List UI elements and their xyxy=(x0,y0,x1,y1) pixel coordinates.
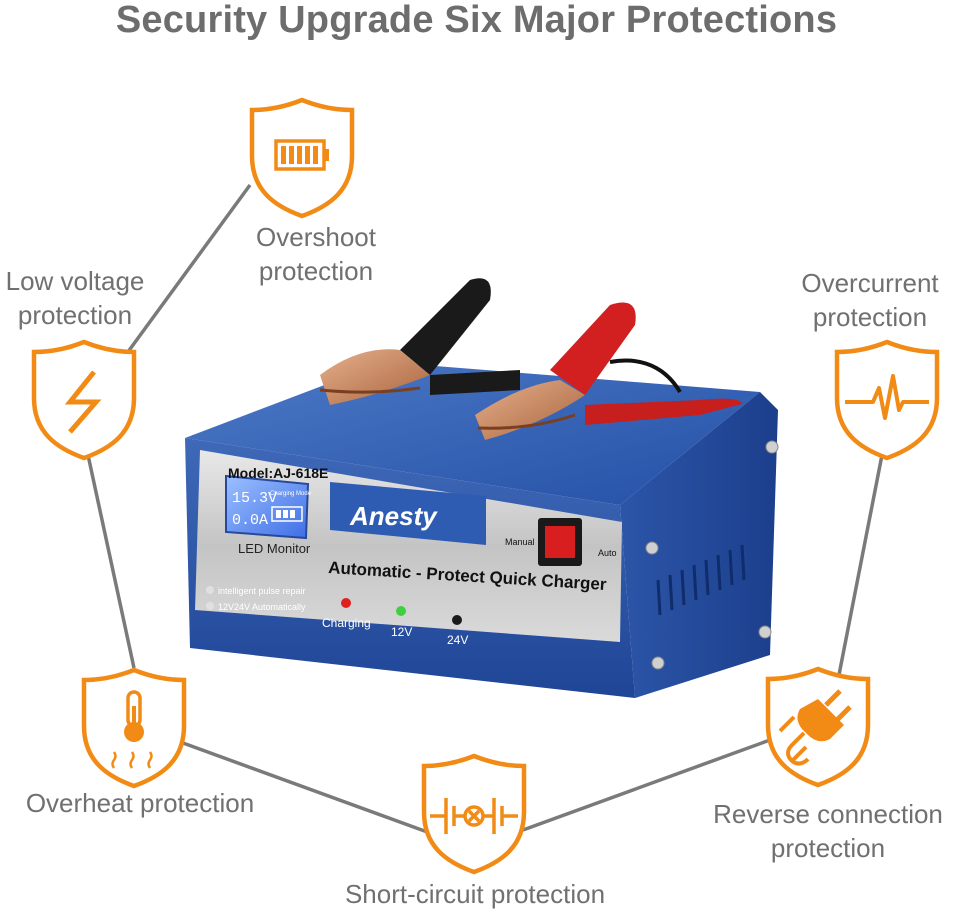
red-clamp xyxy=(475,302,742,440)
feature-pulse-repair: intelligent pulse repair xyxy=(218,586,306,596)
model-label: Model:AJ-618E xyxy=(228,465,328,481)
screw xyxy=(651,656,665,670)
shield-overheat xyxy=(81,667,187,789)
brand-logo: Anesty xyxy=(349,501,438,531)
24v-led xyxy=(452,615,462,625)
caption-reverse-connection: Reverse connection protection xyxy=(713,799,943,863)
thermometer-icon xyxy=(111,690,153,769)
shield-short-circuit xyxy=(421,753,527,875)
screw xyxy=(758,625,772,639)
caption-overcurrent: Overcurrent protection xyxy=(801,268,939,332)
charger-illustration: Model:AJ-618E 15.3V 0.0A Charging Mode L… xyxy=(185,278,779,698)
shield-overcurrent xyxy=(834,339,940,461)
lcd-mode: Charging Mode xyxy=(270,491,312,497)
switch-manual-label: Manual xyxy=(505,537,535,547)
12v-label: 12V xyxy=(391,625,412,639)
circuit-icon xyxy=(430,798,518,834)
shield-reverse-connection xyxy=(765,666,871,788)
black-clamp xyxy=(319,278,520,405)
shield-overshoot xyxy=(249,97,355,219)
brand-plate xyxy=(330,482,486,545)
caption-short-circuit: Short-circuit protection xyxy=(344,879,606,909)
charging-label: Charging xyxy=(322,616,371,630)
side-vents xyxy=(656,544,746,616)
lcd-display xyxy=(225,474,310,540)
lcd-voltage: 15.3V xyxy=(232,490,277,507)
connector-lines xyxy=(86,183,884,835)
screw xyxy=(645,541,659,555)
lcd-battery-icon xyxy=(271,506,303,522)
feature-auto-voltage: 12V24V Automatically xyxy=(218,602,306,612)
screw xyxy=(765,440,779,454)
12v-led xyxy=(396,606,406,616)
lcd-caption: LED Monitor xyxy=(238,541,311,556)
battery-icon xyxy=(274,139,329,171)
shield-low-voltage xyxy=(31,339,137,461)
caption-low-voltage: Low voltage protection xyxy=(5,266,145,330)
caption-overshoot: Overshoot protection xyxy=(256,222,376,286)
lcd-current: 0.0A xyxy=(232,512,268,529)
headline: Security Upgrade Six Major Protections xyxy=(115,0,838,41)
switch-auto-label: Auto xyxy=(598,548,617,558)
lightning-icon xyxy=(64,370,102,434)
charging-led xyxy=(341,598,351,608)
plug-icon xyxy=(778,689,852,766)
caption-overheat: Overheat protection xyxy=(25,788,255,818)
pulse-icon xyxy=(845,374,929,420)
24v-label: 24V xyxy=(447,633,468,647)
